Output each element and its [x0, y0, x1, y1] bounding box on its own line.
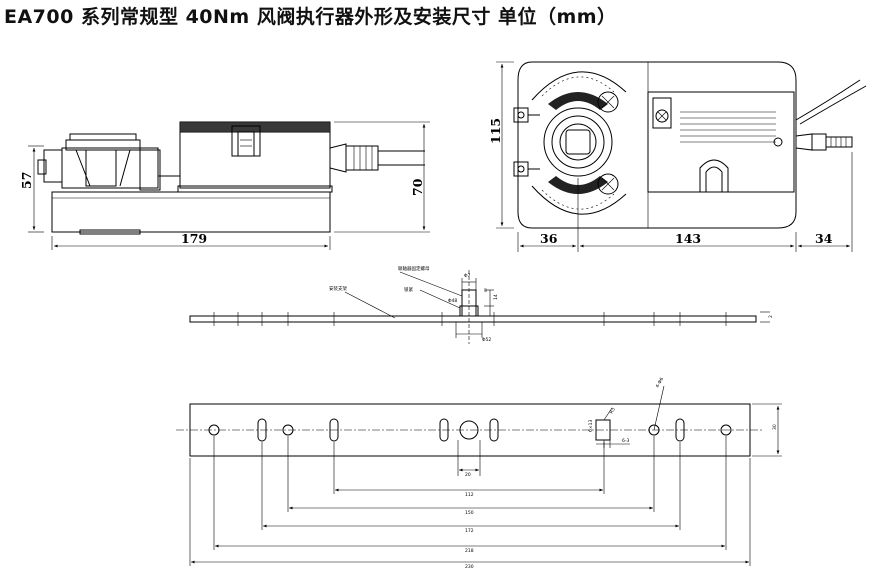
plan-dim-r: R3: [609, 407, 617, 415]
bracket-label-fix: 锁紧: [404, 286, 413, 293]
side-dim-length: 179: [181, 231, 207, 246]
plan-dim-6: 230: [465, 564, 474, 570]
bracket-label-top: 联轴器固定螺母: [398, 265, 430, 272]
bracket-dim-h: 14: [493, 294, 499, 300]
bracket-plan-view: 20 112 150 172 218 230 30 4-Φ6 R3 6×13 6…: [176, 376, 782, 570]
plan-dim-1: 20: [465, 472, 471, 478]
top-hub: [543, 107, 613, 177]
plan-dim-depth: 6-3: [622, 438, 629, 444]
plan-dim-height: 30: [772, 424, 778, 430]
bracket-dim-r: 3: [484, 288, 487, 294]
top-dim-body: 143: [675, 231, 701, 246]
bracket-dim-t: 2: [768, 315, 774, 318]
top-dim-cable: 34: [815, 231, 833, 246]
side-dim-total: 70: [410, 178, 425, 196]
plan-dim-5: 218: [465, 548, 474, 554]
bracket-side-view: 联轴器固定螺母 锁紧 安装支架 Φ7 Φ48 Φ52 3 14 2: [189, 265, 774, 344]
top-view: 115 36 143 34: [488, 61, 867, 252]
top-dim-left: 36: [540, 231, 558, 246]
plan-dim-4: 172: [465, 528, 474, 534]
side-dim-height: 57: [19, 172, 34, 189]
top-dim-height: 115: [488, 118, 503, 144]
vent-slots: [680, 111, 776, 143]
plan-dim-2: 112: [465, 492, 474, 498]
bracket-plate: [189, 315, 757, 323]
top-cover: [647, 91, 795, 193]
side-view: 179 57 70: [19, 121, 430, 250]
side-clamp: [61, 147, 159, 189]
bracket-dim-pin: Φ48: [448, 298, 457, 304]
plan-dim-3: 150: [465, 510, 474, 516]
bracket-label-install: 安装支架: [329, 285, 347, 292]
plan-dim-hole: 4-Φ6: [655, 376, 666, 389]
top-housing: [517, 61, 797, 229]
page-title: EA700 系列常规型 40Nm 风阀执行器外形及安装尺寸 单位（mm）: [4, 6, 617, 28]
bracket-dim-top: Φ7: [464, 273, 471, 279]
bracket-dim-bottom: Φ52: [482, 337, 491, 343]
plan-dim-slot: 6×13: [588, 420, 594, 432]
